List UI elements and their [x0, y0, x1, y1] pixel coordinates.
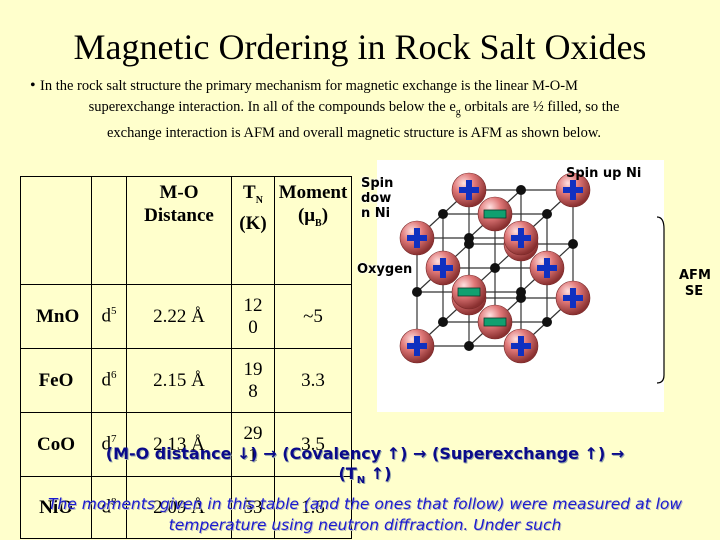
- spin-down-marker: [483, 209, 507, 219]
- header-tn: TN (K): [231, 176, 275, 285]
- spin-up-marker: [511, 228, 531, 248]
- oxygen-atom: [438, 317, 448, 327]
- measurement-note: The moments given in this table (and the…: [47, 495, 683, 534]
- afm-se-label: AFM SE: [679, 268, 711, 299]
- table-row: FeO d6 2.15 Å 198 3.3: [20, 348, 352, 413]
- spin-up-marker: [563, 180, 583, 200]
- afm-brace: [656, 216, 665, 384]
- moment-cell: 3.3: [274, 348, 352, 413]
- oxygen-atom: [464, 233, 474, 243]
- compound-cell: NiO: [20, 476, 92, 539]
- d-count-cell: d8: [91, 476, 127, 539]
- page-title: Magnetic Ordering in Rock Salt Oxides: [73, 27, 647, 67]
- moment-cell: 3.5: [274, 412, 352, 477]
- bullet: •: [30, 77, 36, 94]
- spin-up-marker: [433, 258, 453, 278]
- oxygen-atom: [490, 263, 500, 273]
- spin-down-label: Spin down Ni: [361, 176, 394, 221]
- table-row: NiO d8 2.09 Å 53 1.8: [20, 476, 352, 539]
- table-row: CoO d7 2.13 Å 291 3.5: [20, 412, 352, 477]
- moment-cell: 1.8: [274, 476, 352, 539]
- crystal-lattice-diagram: [399, 172, 591, 364]
- moment-cell: ~5: [274, 284, 352, 349]
- d-count-cell: d7: [91, 412, 127, 477]
- spin-down-marker: [457, 287, 481, 297]
- d-count-cell: d6: [91, 348, 127, 413]
- d-count-cell: d5: [91, 284, 127, 349]
- intro-line-1: In the rock salt structure the primary m…: [40, 78, 578, 94]
- tn-cell: 120: [231, 284, 275, 349]
- rock-salt-structure-figure: [377, 160, 664, 412]
- spin-down-marker: [483, 317, 507, 327]
- spin-up-marker: [537, 258, 557, 278]
- distance-cell: 2.13 Å: [126, 412, 232, 477]
- oxide-table: M-O Distance TN (K) Moment (μB) MnO d5 2…: [20, 176, 352, 539]
- oxygen-atom: [438, 209, 448, 219]
- distance-cell: 2.15 Å: [126, 348, 232, 413]
- intro-line-3: exchange interaction is AFM and overall …: [107, 124, 601, 141]
- compound-cell: FeO: [20, 348, 92, 413]
- oxygen-label: Oxygen: [357, 262, 413, 277]
- oxygen-atom: [412, 287, 422, 297]
- spin-up-marker: [459, 180, 479, 200]
- intro-paragraph: • In the rock salt structure the primary…: [30, 76, 678, 144]
- oxygen-atom: [464, 341, 474, 351]
- spin-up-marker: [407, 228, 427, 248]
- spin-up-marker: [407, 336, 427, 356]
- distance-cell: 2.22 Å: [126, 284, 232, 349]
- tn-cell: 53: [231, 476, 275, 539]
- spin-up-label: Spin up Ni: [566, 166, 642, 181]
- oxygen-atom: [516, 185, 526, 195]
- spin-up-marker: [511, 336, 531, 356]
- distance-cell: 2.09 Å: [126, 476, 232, 539]
- tn-cell: 198: [231, 348, 275, 413]
- oxygen-atom: [542, 209, 552, 219]
- header-mo-distance: M-O Distance: [126, 176, 232, 285]
- oxygen-atom: [568, 239, 578, 249]
- oxygen-atom: [542, 317, 552, 327]
- table-row: MnO d5 2.22 Å 120 ~5: [20, 284, 352, 349]
- trend-statement: (M-O distance ↓) → (Covalency ↑) → (Supe…: [105, 444, 625, 487]
- spin-up-marker: [563, 288, 583, 308]
- intro-line-2: superexchange interaction. In all of the…: [88, 99, 620, 118]
- header-moment: Moment (μB): [274, 176, 352, 285]
- compound-cell: MnO: [20, 284, 92, 349]
- table-header-row: M-O Distance TN (K) Moment (μB): [20, 176, 352, 285]
- oxygen-atom: [516, 287, 526, 297]
